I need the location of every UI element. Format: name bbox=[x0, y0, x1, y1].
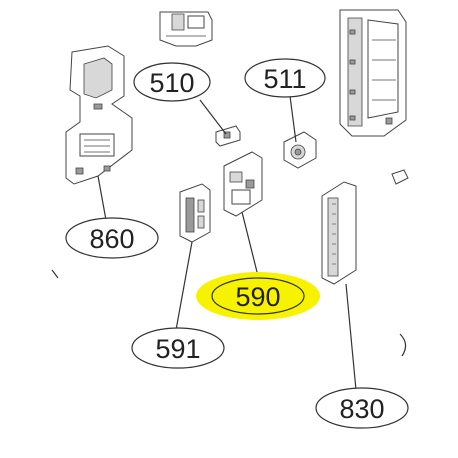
part-510-small-board bbox=[215, 125, 241, 147]
top-bracket-part bbox=[159, 11, 213, 47]
callout-590-highlighted: 590 bbox=[196, 272, 320, 320]
callout-591: 591 bbox=[131, 327, 225, 369]
callout-830-label: 830 bbox=[339, 394, 384, 424]
callout-860: 860 bbox=[65, 217, 159, 259]
callout-860-label: 860 bbox=[89, 224, 134, 254]
leader-590 bbox=[241, 211, 259, 277]
part-591-holder bbox=[179, 183, 211, 243]
highlight-marker bbox=[196, 272, 320, 320]
callout-590-label: 590 bbox=[235, 282, 280, 312]
leader-860 bbox=[97, 175, 107, 221]
callout-830: 830 bbox=[315, 387, 409, 429]
part-511-switch bbox=[283, 131, 317, 169]
part-830-connector bbox=[321, 181, 357, 285]
part-860-bracket bbox=[65, 45, 133, 185]
left-edge-mark bbox=[51, 269, 59, 279]
callout-511: 511 bbox=[244, 58, 326, 98]
callout-510-label: 510 bbox=[149, 68, 194, 98]
leader-511 bbox=[289, 95, 297, 143]
leader-830 bbox=[345, 283, 357, 391]
leader-591 bbox=[175, 241, 193, 331]
callout-510: 510 bbox=[133, 62, 211, 102]
callout-591-label: 591 bbox=[155, 334, 200, 364]
right-edge-marks bbox=[391, 169, 409, 357]
leader-510 bbox=[199, 99, 227, 135]
part-590-board bbox=[223, 151, 263, 217]
callout-511-label: 511 bbox=[263, 64, 306, 94]
right-chassis-part bbox=[339, 9, 407, 137]
